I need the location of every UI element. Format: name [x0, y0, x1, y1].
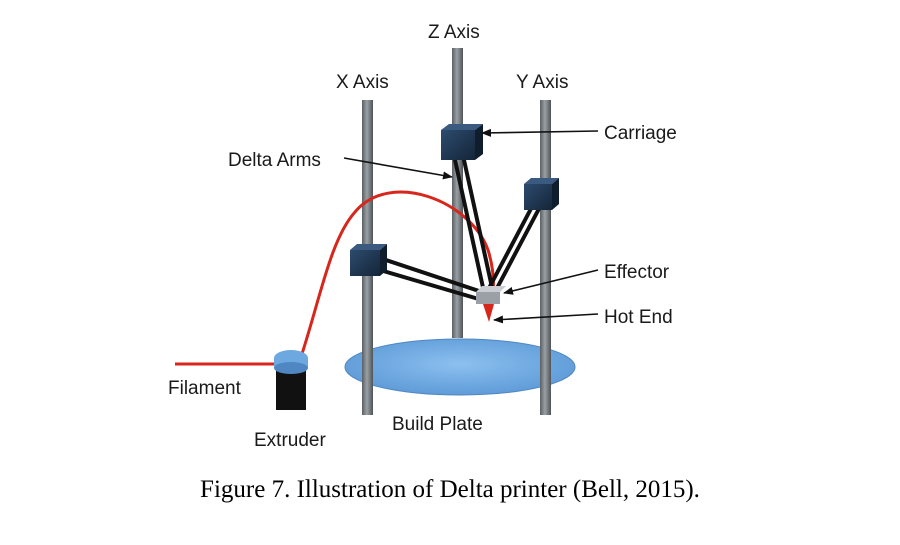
- x-axis-label: X Axis: [336, 72, 389, 93]
- carriage-z: [441, 124, 483, 160]
- delta-arms: [378, 158, 544, 302]
- extruder-label: Extruder: [254, 430, 326, 451]
- hot-end-pointer: [493, 313, 599, 324]
- build-plate-label: Build Plate: [392, 414, 483, 435]
- build-plate: [344, 338, 576, 396]
- z-axis-label: Z Axis: [428, 22, 480, 43]
- carriage-x: [350, 244, 387, 276]
- z-axis-rod: [452, 48, 463, 338]
- filament-label: Filament: [168, 378, 242, 399]
- figure-caption: Figure 7. Illustration of Delta printer …: [200, 476, 700, 503]
- effector-label: Effector: [604, 262, 670, 283]
- carriage-y: [524, 178, 559, 210]
- delta-arms-pointer: [343, 157, 453, 180]
- effector-pointer: [503, 269, 599, 295]
- hot-end-label: Hot End: [604, 307, 673, 328]
- hot-end: [483, 304, 494, 322]
- delta-arms-label: Delta Arms: [228, 150, 321, 171]
- filament-tube: [298, 190, 495, 361]
- effector: [476, 286, 506, 304]
- y-axis-rod: [540, 100, 551, 415]
- carriage-label: Carriage: [604, 123, 677, 144]
- y-axis-label: Y Axis: [516, 72, 568, 93]
- carriage-pointer: [481, 128, 599, 137]
- extruder: [274, 350, 308, 410]
